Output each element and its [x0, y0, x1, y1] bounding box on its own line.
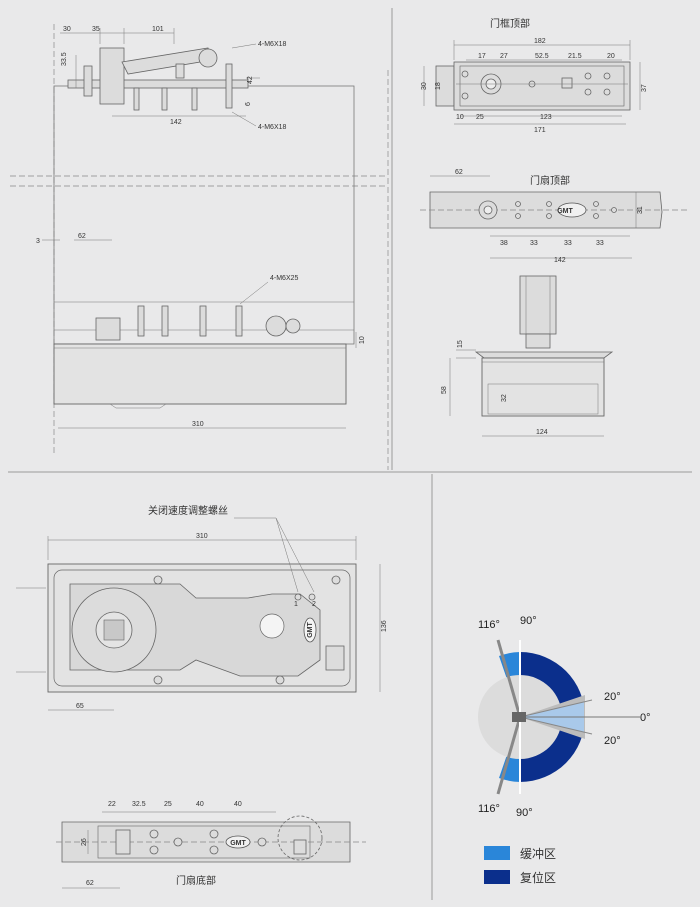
door-top-plate: [420, 175, 690, 259]
dim-label: 101: [152, 26, 164, 33]
dim-label: 35: [92, 26, 100, 33]
plan-view-dimensions: 310 136 65 1 2: [76, 533, 388, 710]
dim-label: 33: [564, 240, 572, 247]
end-view: [449, 275, 614, 437]
dim-label: 10: [456, 114, 464, 121]
angle-label-116-top: 116°: [478, 619, 500, 631]
dim-label: 22: [108, 801, 116, 808]
door-bottom-dimensions: 22 32.5 25 40 40 26 62: [81, 801, 242, 887]
screw-label-2: 2: [312, 601, 316, 608]
dim-label: 30: [63, 26, 71, 33]
door-bottom-plate: [56, 811, 366, 889]
dim-label: 6: [245, 102, 252, 106]
title-speed-adjust: 关闭速度调整螺丝: [148, 504, 228, 517]
legend-label-buffer: 缓冲区: [520, 846, 556, 861]
dim-label: 30: [421, 82, 428, 90]
dim-label: 15: [457, 340, 464, 348]
dim-label: 62: [86, 880, 94, 887]
angle-label-20-top: 20°: [604, 691, 621, 703]
panel-dividers: [8, 8, 692, 900]
dim-label: 25: [476, 114, 484, 121]
legend-swatch-buffer: [484, 846, 510, 860]
dim-label: 52.5: [535, 53, 549, 60]
dim-label: 58: [441, 386, 448, 394]
dim-label: 4-M6X18: [258, 124, 287, 131]
end-view-dimensions: 15 58 32 124: [441, 340, 548, 436]
dim-label: 25: [164, 801, 172, 808]
dim-label: 17: [478, 53, 486, 60]
frame-top-plate: [423, 40, 641, 125]
dim-label: 310: [192, 421, 204, 428]
brand-logo-plan: GMT: [307, 622, 314, 638]
dim-label: 123: [540, 114, 552, 121]
dim-label: 33: [530, 240, 538, 247]
brand-logo-door-bottom: GMT: [230, 840, 246, 847]
dim-label: 4-M6X25: [270, 275, 299, 282]
dim-label: 124: [536, 429, 548, 436]
side-section-view: [10, 24, 389, 470]
dim-label: 62: [455, 169, 463, 176]
dim-label: 62: [78, 233, 86, 240]
screw-label-1: 1: [294, 601, 298, 608]
plan-view: [16, 517, 381, 711]
dim-label: 310: [196, 533, 208, 540]
dim-label: 171: [534, 127, 546, 134]
title-frame-top: 门框顶部: [490, 17, 530, 30]
dim-label: 42: [247, 76, 254, 84]
angle-labels: 116° 90° 20° 0° 20° 116° 90°: [478, 615, 651, 819]
dim-label: 37: [641, 84, 648, 92]
legend-swatch-reset: [484, 870, 510, 884]
dim-label: 40: [234, 801, 242, 808]
dim-label: 182: [534, 38, 546, 45]
dim-label: 33: [596, 240, 604, 247]
dim-label: 65: [76, 703, 84, 710]
dim-label: 32: [501, 394, 508, 402]
angle-label-90-bottom: 90°: [516, 807, 533, 819]
title-door-top: 门扇顶部: [530, 174, 570, 187]
door-top-dimensions: 62 31 38 33 33 33 142: [455, 169, 644, 264]
frame-top-dimensions: 182 17 27 52.5 21.5 20 30 18 37 10 25 12…: [421, 38, 648, 134]
dim-label: 4-M6X18: [258, 41, 287, 48]
dim-label: 26: [81, 838, 88, 846]
dim-label: 31: [637, 206, 644, 214]
angle-label-90-top: 90°: [520, 615, 537, 627]
dim-label: 10: [359, 336, 366, 344]
angle-diagram: [478, 639, 640, 795]
dim-label: 20: [607, 53, 615, 60]
dim-label: 142: [170, 119, 182, 126]
brand-logo-door-top: GMT: [557, 208, 573, 215]
dim-label: 40: [196, 801, 204, 808]
angle-label-116-bottom: 116°: [478, 803, 500, 815]
dim-label: 21.5: [568, 53, 582, 60]
dim-label: 18: [435, 82, 442, 90]
angle-label-20-bottom: 20°: [604, 735, 621, 747]
dim-label: 33.5: [61, 52, 68, 66]
dim-label: 142: [554, 257, 566, 264]
dim-label: 3: [36, 238, 40, 245]
legend-label-reset: 复位区: [520, 870, 556, 885]
dim-label: 27: [500, 53, 508, 60]
title-door-bottom: 门扇底部: [176, 874, 216, 887]
dim-label: 136: [381, 620, 388, 632]
side-section-dimensions: 30 35 101 33.5 4-M6X18 42 6 142 4-M6X18 …: [36, 26, 366, 428]
dim-label: 38: [500, 240, 508, 247]
legend: 缓冲区 复位区: [484, 846, 556, 885]
dim-label: 32.5: [132, 801, 146, 808]
angle-label-0: 0°: [640, 712, 651, 724]
